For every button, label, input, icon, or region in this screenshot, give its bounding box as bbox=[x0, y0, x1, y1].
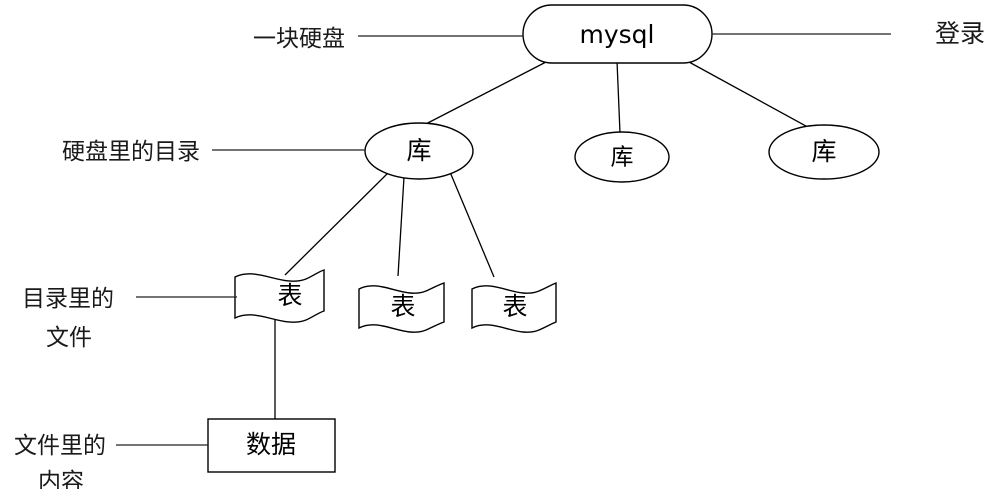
annotation-directory-label: 硬盘里的目录 bbox=[62, 139, 200, 165]
connector-database-to-table-2 bbox=[397, 176, 405, 277]
annotation-disk-label: 一块硬盘 bbox=[253, 26, 345, 52]
data-label: 数据 bbox=[246, 430, 296, 459]
annotation-content-label-line1: 文件里的 bbox=[14, 433, 106, 459]
data-rect bbox=[207, 418, 336, 473]
table-1-wave-flag bbox=[234, 269, 325, 323]
connector-database-to-table-1 bbox=[284, 171, 390, 276]
database-3-label: 库 bbox=[811, 137, 836, 166]
table-2-wave-flag bbox=[358, 282, 445, 333]
database-2-ellipse bbox=[574, 131, 670, 183]
connector-group-root-to-databases bbox=[419, 60, 816, 134]
node-database-3[interactable]: 库 bbox=[768, 124, 880, 180]
annotation-file-label-line1: 目录里的 bbox=[22, 286, 114, 312]
connector-mysql-to-database-1 bbox=[419, 61, 547, 128]
node-table-3[interactable]: 表 bbox=[471, 281, 557, 333]
connector-mysql-to-database-3 bbox=[688, 61, 816, 132]
node-table-1[interactable]: 表 bbox=[234, 269, 325, 323]
node-data[interactable]: 数据 bbox=[207, 418, 336, 473]
database-1-label: 库 bbox=[406, 136, 431, 165]
node-mysql[interactable]: mysql bbox=[522, 4, 713, 64]
node-database-1[interactable]: 库 bbox=[364, 122, 474, 180]
database-1-ellipse bbox=[364, 122, 474, 180]
node-database-2[interactable]: 库 bbox=[574, 131, 670, 183]
table-1-label: 表 bbox=[277, 281, 302, 310]
table-3-wave-flag bbox=[471, 281, 557, 333]
database-2-label: 库 bbox=[611, 145, 634, 171]
table-3-label: 表 bbox=[502, 292, 527, 321]
mysql-label: mysql bbox=[580, 20, 655, 49]
connector-database-to-table-3 bbox=[449, 171, 495, 278]
login-note-label: 登录 bbox=[935, 19, 985, 48]
connector-mysql-to-database-2 bbox=[616, 60, 621, 134]
table-2-label: 表 bbox=[390, 292, 415, 321]
database-3-ellipse bbox=[768, 124, 880, 180]
connector-group-database-to-tables bbox=[284, 171, 495, 278]
annotation-file-label-line2: 文件 bbox=[46, 325, 92, 351]
annotation-content-label-line2: 内容 bbox=[38, 469, 84, 489]
node-table-2[interactable]: 表 bbox=[358, 282, 445, 333]
